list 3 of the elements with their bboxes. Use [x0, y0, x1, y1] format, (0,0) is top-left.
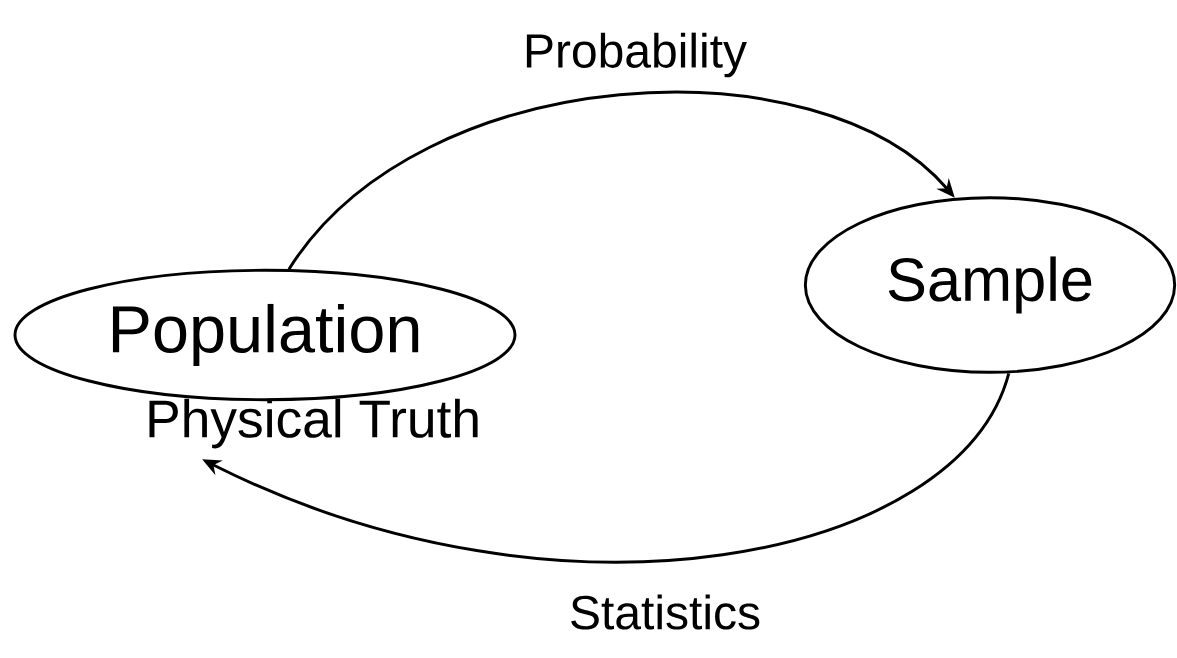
edge-label: Probability: [520, 29, 750, 81]
ellipse-node: Sample: [803, 196, 1177, 374]
edge-label: Statistics: [566, 591, 764, 633]
